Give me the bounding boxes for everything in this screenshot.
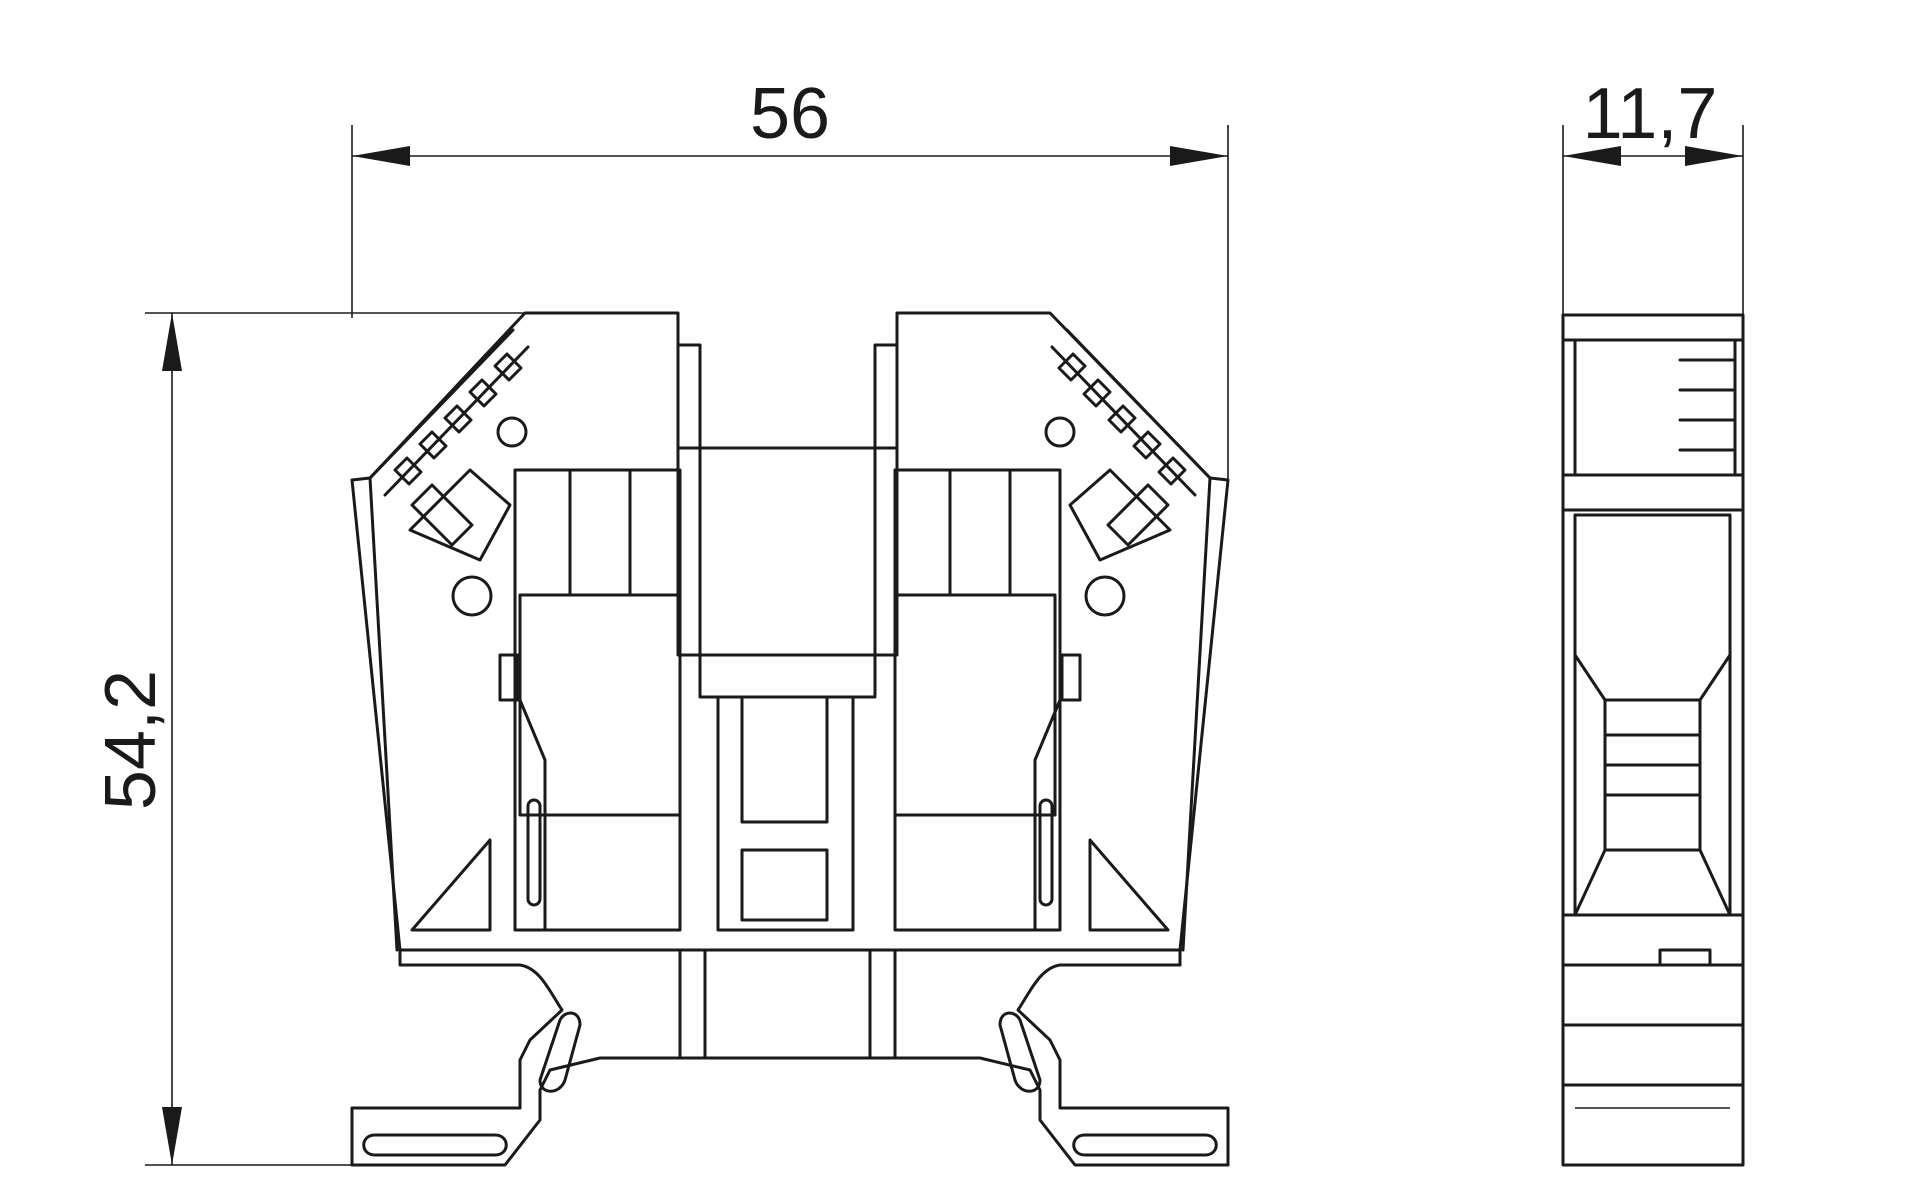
front-view	[350, 311, 1230, 1167]
side-body-taper-bottom	[1573, 848, 1732, 917]
side-view	[1561, 313, 1745, 1167]
width-label: 56	[750, 74, 830, 154]
center-column	[716, 695, 855, 932]
side-latch-tab	[1658, 948, 1712, 967]
front-view-outline	[350, 311, 1230, 1167]
depth-label: 11,7	[1583, 74, 1718, 154]
center-window-lower	[740, 848, 829, 922]
right-top-slot	[873, 343, 899, 657]
side-window	[1603, 698, 1702, 852]
left-bottom-triangle	[410, 838, 492, 932]
left-foot-slot	[362, 1133, 508, 1157]
left-clamp-leg	[518, 698, 547, 932]
width-dimension: 56	[351, 74, 1229, 480]
right-marker-strip	[1050, 328, 1212, 562]
left-slot	[526, 798, 542, 907]
right-foot-slot	[1072, 1133, 1218, 1157]
left-top-slot	[676, 343, 702, 657]
left-marker-strip	[368, 328, 530, 562]
width-arrow-right	[1170, 146, 1228, 166]
height-arrow-top	[162, 313, 182, 371]
depth-dimension: 11,7	[1562, 74, 1744, 315]
side-view-outline	[1561, 313, 1745, 1167]
left-upper-screw-hole	[496, 416, 528, 448]
height-arrow-bottom	[162, 1107, 182, 1165]
right-clamp-leg	[1033, 698, 1062, 932]
right-clamp-tab	[1060, 653, 1082, 702]
right-bottom-triangle	[1088, 838, 1170, 932]
right-clamp	[893, 593, 1057, 817]
left-clamp	[518, 593, 682, 817]
left-foot-latch	[538, 1011, 582, 1093]
height-dimension: 54,2	[91, 312, 525, 1166]
side-body	[1573, 513, 1732, 917]
right-slot	[1038, 798, 1054, 907]
left-inner-wall	[368, 476, 399, 952]
height-label: 54,2	[91, 670, 171, 810]
right-inner-wall	[1181, 476, 1212, 952]
width-arrow-left	[352, 146, 410, 166]
left-clamp-tab	[498, 653, 520, 702]
side-body-taper-top	[1573, 653, 1732, 702]
depth-arrow-left	[1563, 146, 1621, 166]
right-foot-latch	[998, 1011, 1042, 1093]
depth-arrow-right	[1685, 146, 1743, 166]
center-window-upper	[740, 695, 829, 824]
right-upper-screw-hole	[1044, 416, 1076, 448]
center-bridge	[698, 653, 877, 699]
right-lower-screw-hole	[1084, 575, 1126, 617]
left-lower-screw-hole	[451, 575, 493, 617]
